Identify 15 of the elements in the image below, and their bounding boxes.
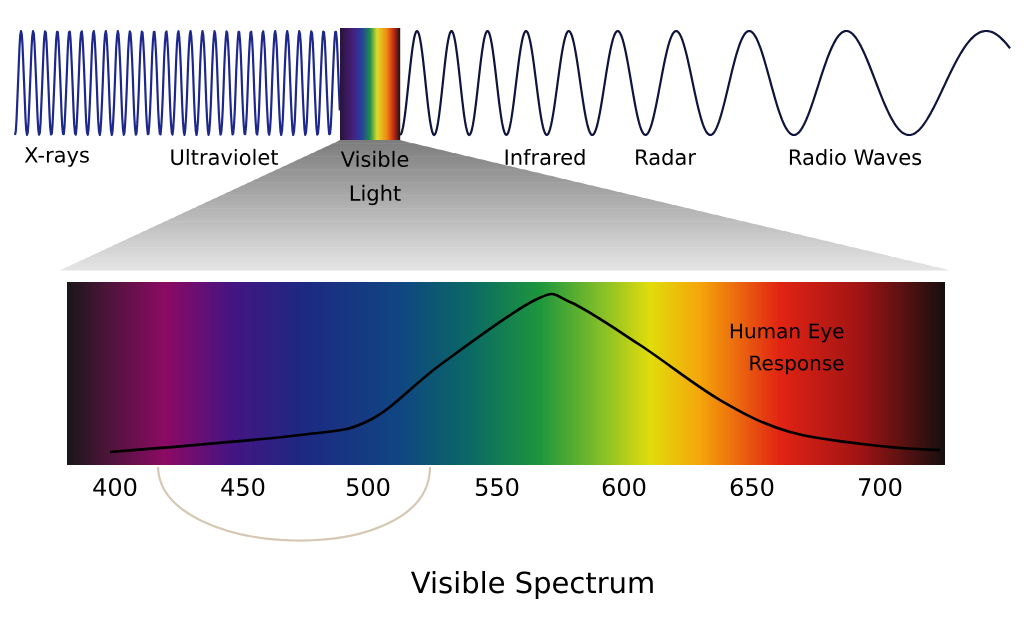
tick-label: 500: [346, 477, 390, 497]
tick-label: 550: [475, 477, 519, 497]
band-label: Visible Light: [340, 150, 409, 206]
curve-label: Human Eye Response: [730, 323, 844, 375]
band-label: Infrared: [505, 148, 585, 166]
tick-label: 600: [602, 477, 646, 497]
band-label: Radio Waves: [789, 148, 922, 166]
title: Visible Spectrum: [411, 570, 653, 600]
tick-label: 650: [730, 477, 774, 497]
band-label: Ultraviolet: [171, 148, 279, 166]
band-label: X-rays: [24, 147, 89, 167]
band-label: Radar: [636, 148, 696, 166]
tick-label: 700: [859, 477, 902, 497]
tick-label: 450: [221, 477, 265, 497]
tick-label: 400: [93, 477, 137, 497]
